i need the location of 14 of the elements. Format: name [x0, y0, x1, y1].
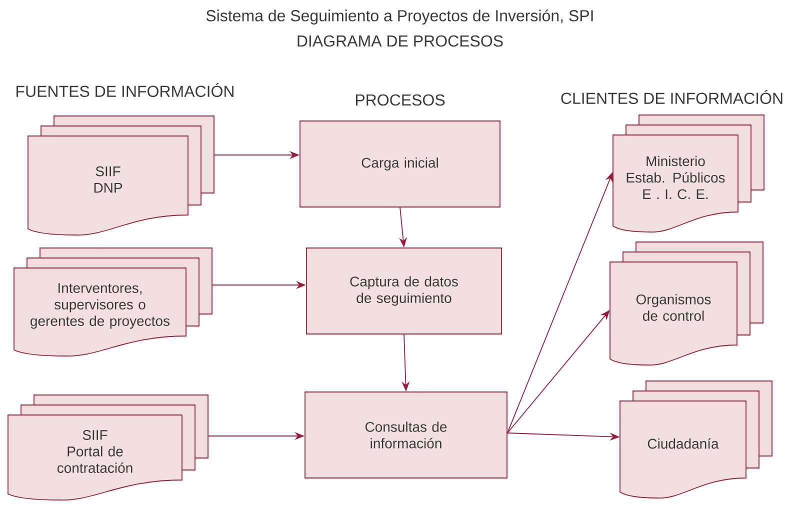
column-heading: PROCESOS: [356, 94, 445, 106]
process-box: Carga inicial: [300, 120, 500, 208]
document-stack: Interventores, supervisores o gerentes de proyectos: [14, 248, 212, 356]
document-stack: SIIF DNP: [28, 116, 214, 236]
document-stack: Organismos de control: [610, 242, 764, 366]
document-stack: Ciudadanía: [620, 380, 772, 498]
process-box: Captura de datos de seguimiento: [306, 248, 502, 334]
process-box: Consultas de información: [304, 392, 508, 478]
title: Sistema de Seguimiento a Proyectos de Inversión, SPI: [206, 9, 593, 25]
document-stack: SIIF Portal de contratación: [8, 394, 208, 500]
column-heading: CLIENTES DE INFORMACIÓN: [561, 90, 782, 104]
document-stack: Ministerio Estab. Públicos E . I. C. E.: [612, 114, 764, 232]
subtitle: DIAGRAMA DE PROCESOS: [298, 35, 503, 47]
column-heading: FUENTES DE INFORMACIÓN: [16, 82, 234, 98]
